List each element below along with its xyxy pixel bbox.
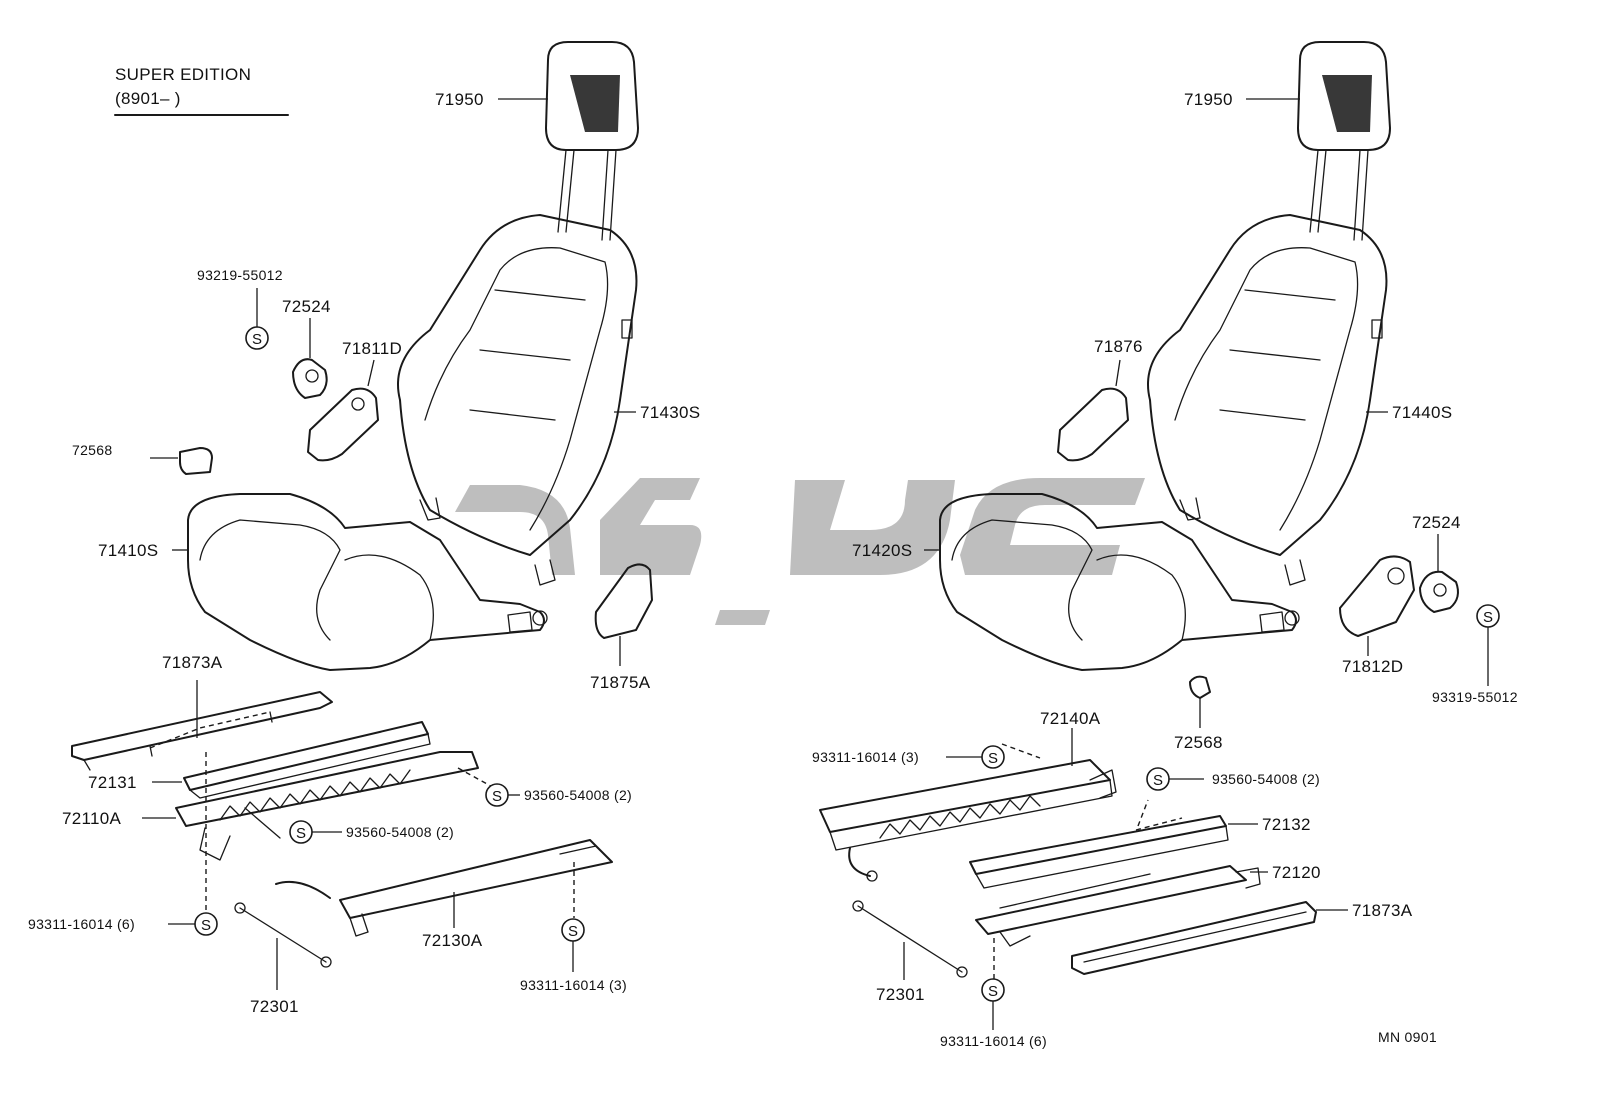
right-headrest (1297, 41, 1391, 241)
left-outer-adjuster (275, 839, 613, 937)
label-right-adjuster: 72140A (1040, 709, 1101, 728)
label-left-inner-cover: 71811D (342, 339, 402, 358)
svg-text:S: S (1483, 609, 1493, 626)
right-cable (852, 900, 968, 978)
label-right-rail-cover: 71873A (1352, 901, 1413, 920)
right-labels: 71950 71440S 71420S 71876 72524 71812D 9… (812, 90, 1518, 1049)
svg-text:S: S (492, 788, 502, 805)
label-left-cap: 72568 (72, 442, 112, 458)
s-symbol-left-mid-bolt: S (289, 820, 313, 844)
s-symbol-left-outer-bolt: S (561, 918, 585, 942)
label-right-rail: 72132 (1262, 815, 1311, 834)
right-inner-cover (1057, 387, 1129, 462)
diagram-code: MN 0901 (1378, 1029, 1437, 1045)
label-left-headrest: 71950 (435, 90, 484, 109)
label-left-knob-bolt: 93219-55012 (197, 267, 283, 283)
s-symbol-right-top-bolt: S (981, 745, 1005, 769)
svg-text:S: S (988, 983, 998, 1000)
left-headrest (545, 41, 639, 241)
watermark-logo (455, 478, 1145, 625)
edition-title: SUPER EDITION (115, 65, 251, 84)
right-recliner-knob (1419, 570, 1459, 613)
label-left-rear-bolt: 93560-54008 (2) (524, 787, 632, 803)
label-right-inner-cover: 71876 (1094, 337, 1143, 356)
label-right-headrest: 71950 (1184, 90, 1233, 109)
label-left-outer-adjuster: 72130A (422, 931, 483, 950)
label-left-outer-bolt: 93311-16014 (3) (520, 977, 627, 993)
label-right-backrest: 71440S (1392, 403, 1452, 422)
label-right-knob: 72524 (1412, 513, 1461, 532)
left-recliner-knob (292, 358, 328, 399)
label-right-mid-bolt: 93560-54008 (2) (1212, 771, 1320, 787)
left-adjuster (175, 751, 479, 861)
label-left-inner-rail: 72131 (88, 773, 137, 792)
left-inner-rail (183, 721, 431, 799)
left-outer-cover (594, 563, 653, 639)
left-backrest (397, 214, 638, 586)
s-symbol-left-knob-bolt: S (245, 326, 269, 350)
standard-part-symbols: S S S S S S S S (194, 326, 1500, 1002)
left-cable (234, 902, 332, 968)
right-outer-cover (1339, 555, 1415, 637)
right-rail (969, 815, 1229, 889)
s-symbol-right-knob-bolt: S (1476, 604, 1500, 628)
label-right-outer-adjuster: 72120 (1272, 863, 1321, 882)
label-right-cable: 72301 (876, 985, 925, 1004)
label-left-cable: 72301 (250, 997, 299, 1016)
s-symbol-left-front-bolt: S (194, 912, 218, 936)
label-right-bottom-bolt: 93311-16014 (6) (940, 1033, 1047, 1049)
s-symbol-right-bottom-bolt: S (981, 978, 1005, 1002)
svg-text:S: S (988, 750, 998, 767)
label-right-outer-cover: 71812D (1342, 657, 1403, 676)
right-cushion (939, 493, 1300, 671)
left-rail-cover (71, 691, 333, 771)
label-left-mid-bolt: 93560-54008 (2) (346, 824, 454, 840)
svg-text:S: S (296, 825, 306, 842)
label-right-knob-bolt: 93319-55012 (1432, 689, 1518, 705)
svg-text:S: S (201, 917, 211, 934)
label-right-top-bolt: 93311-16014 (3) (812, 749, 919, 765)
label-left-front-bolt: 93311-16014 (6) (28, 916, 135, 932)
right-rail-cover (1071, 901, 1317, 975)
right-outer-adjuster (975, 865, 1261, 947)
left-seat-assembly (71, 41, 653, 968)
label-left-rail-cover: 71873A (162, 653, 223, 672)
edition-header: SUPER EDITION (8901– ) (114, 65, 289, 116)
s-symbol-left-rear-bolt: S (485, 783, 509, 807)
left-cap (179, 447, 213, 475)
left-labels: 71950 71430S 71410S 93219-55012 72524 71… (28, 90, 700, 1016)
svg-text:S: S (1153, 772, 1163, 789)
right-seat-assembly (819, 41, 1459, 990)
label-left-cushion: 71410S (98, 541, 158, 560)
label-right-cap: 72568 (1174, 733, 1223, 752)
right-adjuster (819, 759, 1117, 882)
svg-text:S: S (568, 923, 578, 940)
s-symbol-right-mid-bolt: S (1146, 767, 1170, 791)
label-left-knob: 72524 (282, 297, 331, 316)
right-cap (1189, 675, 1211, 699)
left-cushion (187, 493, 548, 671)
svg-text:S: S (252, 331, 262, 348)
leader-lines (142, 98, 1489, 1030)
edition-range: (8901– ) (115, 89, 181, 108)
label-left-backrest: 71430S (640, 403, 700, 422)
left-inner-cover (307, 387, 379, 462)
right-backrest (1147, 214, 1388, 586)
label-right-cushion: 71420S (852, 541, 912, 560)
label-left-adjuster: 72110A (62, 809, 122, 828)
label-left-outer-cover: 71875A (590, 673, 651, 692)
